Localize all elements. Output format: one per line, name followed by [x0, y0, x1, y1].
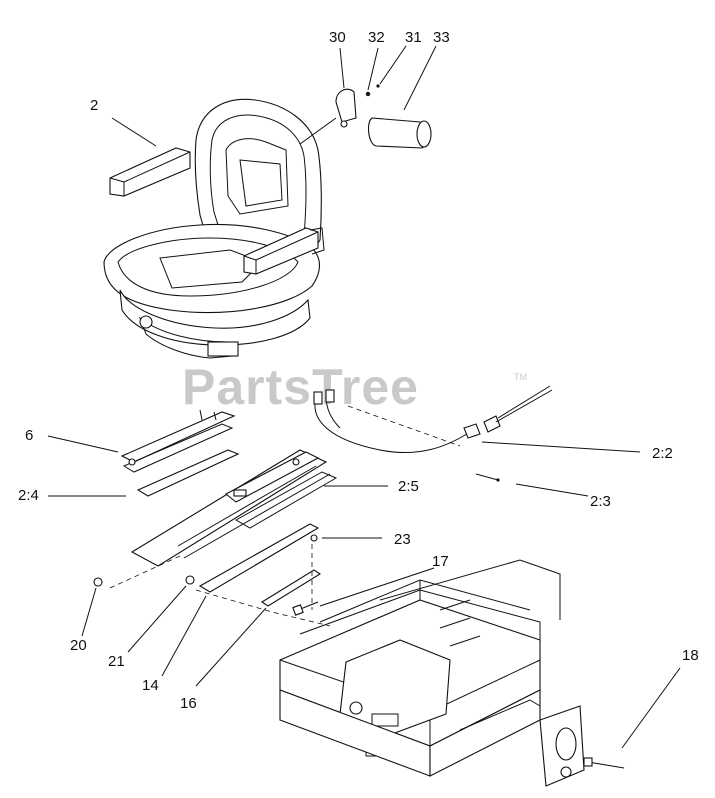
callout-2-2: 2:2: [652, 445, 673, 462]
callout-17: 17: [432, 553, 449, 570]
callout-2-5: 2:5: [398, 478, 419, 495]
callout-33: 33: [433, 29, 450, 46]
hardware[interactable]: [292, 601, 625, 769]
right-armrest: [243, 227, 319, 275]
callout-6: 6: [25, 427, 33, 444]
callout-18: 18: [682, 647, 699, 664]
callout-14: 14: [142, 677, 159, 694]
callout-31: 31: [405, 29, 422, 46]
left-armrest: [109, 147, 191, 197]
watermark-text: PartsTree: [182, 359, 419, 415]
callout-2: 2: [90, 97, 98, 114]
callout-16: 16: [180, 695, 197, 712]
watermark-trademark: TM: [514, 372, 527, 382]
watermark: PartsTree TM: [182, 359, 527, 415]
callout-20: 20: [70, 637, 87, 654]
callout-21: 21: [108, 653, 125, 670]
seat-frame[interactable]: [279, 559, 585, 787]
leader-lines: [47, 45, 681, 749]
seat-slide-rails[interactable]: [120, 409, 240, 497]
callout-23: 23: [394, 531, 411, 548]
holder-bracket: [335, 88, 357, 123]
seat-assembly[interactable]: [103, 98, 325, 359]
pivot-rod: [260, 569, 322, 607]
callout-labels: 2 30 32 31 33 6 2:4 2:5 2:2 2:3 23 17 20…: [18, 29, 699, 712]
manual-holder-group[interactable]: [299, 84, 432, 149]
adjust-knob: [139, 315, 153, 329]
callout-32: 32: [368, 29, 385, 46]
bolt-18: [587, 761, 625, 769]
callout-2-3: 2:3: [590, 493, 611, 510]
seat-base-block: [207, 341, 239, 357]
callout-30: 30: [329, 29, 346, 46]
seat-mount-plate[interactable]: [93, 449, 338, 607]
pivot-bar: [198, 523, 320, 593]
callout-2-4: 2:4: [18, 487, 39, 504]
seat-switch-harness[interactable]: [313, 385, 553, 482]
